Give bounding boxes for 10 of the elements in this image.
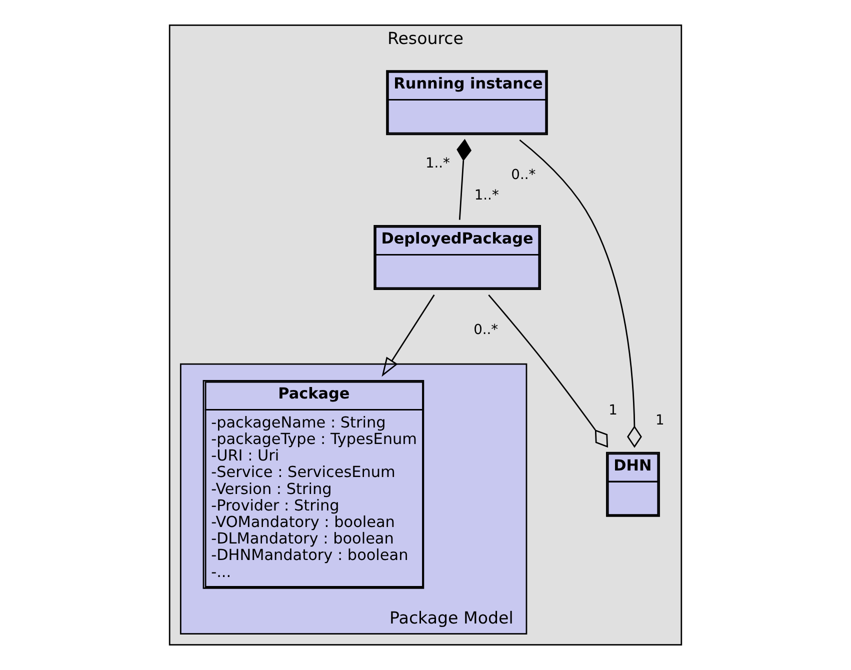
label: 1..* [425, 155, 450, 172]
label: 0..* [474, 322, 498, 338]
connector [456, 138, 472, 220]
label: 1..* [474, 188, 499, 204]
label: 0..* [511, 167, 536, 184]
label: 1 [655, 412, 664, 429]
arrow [382, 294, 435, 377]
label: 1 [608, 402, 618, 419]
connector [519, 139, 642, 448]
connector [488, 294, 608, 448]
